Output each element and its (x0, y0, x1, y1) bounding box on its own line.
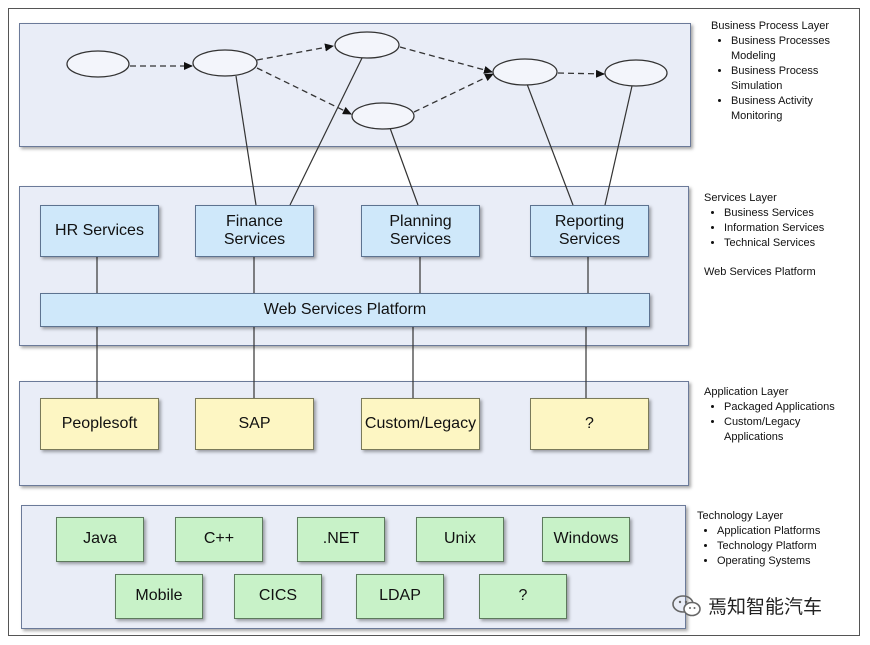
legend-item: Packaged Applications (724, 400, 864, 415)
tech-box-unix: Unix (416, 517, 504, 562)
tech-box-mobile: Mobile (115, 574, 203, 619)
business-layer-title: Business Process Layer (711, 20, 829, 32)
process-node-5 (492, 58, 558, 86)
tech-box-unknown: ? (479, 574, 567, 619)
legend-item: Business Processes Modeling (731, 34, 861, 64)
watermark: 焉知智能汽车 (672, 592, 822, 619)
business-layer-legend: Business Process Layer Business Processe… (711, 19, 861, 124)
app-box-unknown: ? (530, 398, 649, 450)
legend-item: Technical Services (724, 236, 864, 251)
legend-item: Business Process Simulation (731, 64, 861, 94)
application-layer-legend: Application Layer Packaged Applications … (704, 385, 864, 445)
tech-box-dotnet: .NET (297, 517, 385, 562)
app-box-peoplesoft: Peoplesoft (40, 398, 159, 450)
services-layer-title: Services Layer (704, 192, 777, 204)
tech-box-cpp: C++ (175, 517, 263, 562)
tech-box-java: Java (56, 517, 144, 562)
tech-box-ldap: LDAP (356, 574, 444, 619)
application-layer-title: Application Layer (704, 386, 789, 398)
process-node-4 (351, 102, 415, 130)
service-box-reporting: Reporting Services (530, 205, 649, 257)
service-box-hr: HR Services (40, 205, 159, 257)
web-services-platform-bar: Web Services Platform (40, 293, 650, 327)
legend-item: Information Services (724, 221, 864, 236)
diagram-frame (8, 8, 860, 636)
legend-item: Business Services (724, 206, 864, 221)
process-node-2 (192, 49, 258, 77)
tech-box-windows: Windows (542, 517, 630, 562)
legend-item: Custom/Legacy Applications (724, 415, 864, 445)
service-box-planning: Planning Services (361, 205, 480, 257)
services-layer-legend: Services Layer Business Services Informa… (704, 191, 864, 280)
process-node-6 (604, 59, 668, 87)
process-nodes (66, 31, 668, 130)
process-node-1 (66, 50, 130, 78)
legend-item: Business Activity Monitoring (731, 94, 861, 124)
technology-layer-legend: Technology Layer Application Platforms T… (697, 509, 862, 569)
legend-item: Technology Platform (717, 539, 862, 554)
app-box-sap: SAP (195, 398, 314, 450)
wechat-icon (672, 594, 701, 616)
legend-item: Application Platforms (717, 524, 862, 539)
technology-layer-title: Technology Layer (697, 510, 784, 522)
process-node-3 (334, 31, 400, 59)
services-layer-footer: Web Services Platform (704, 266, 816, 278)
legend-item: Operating Systems (717, 554, 862, 569)
app-box-custom-legacy: Custom/Legacy (361, 398, 480, 450)
service-box-finance: Finance Services (195, 205, 314, 257)
tech-box-cics: CICS (234, 574, 322, 619)
watermark-text: 焉知智能汽车 (708, 597, 823, 618)
